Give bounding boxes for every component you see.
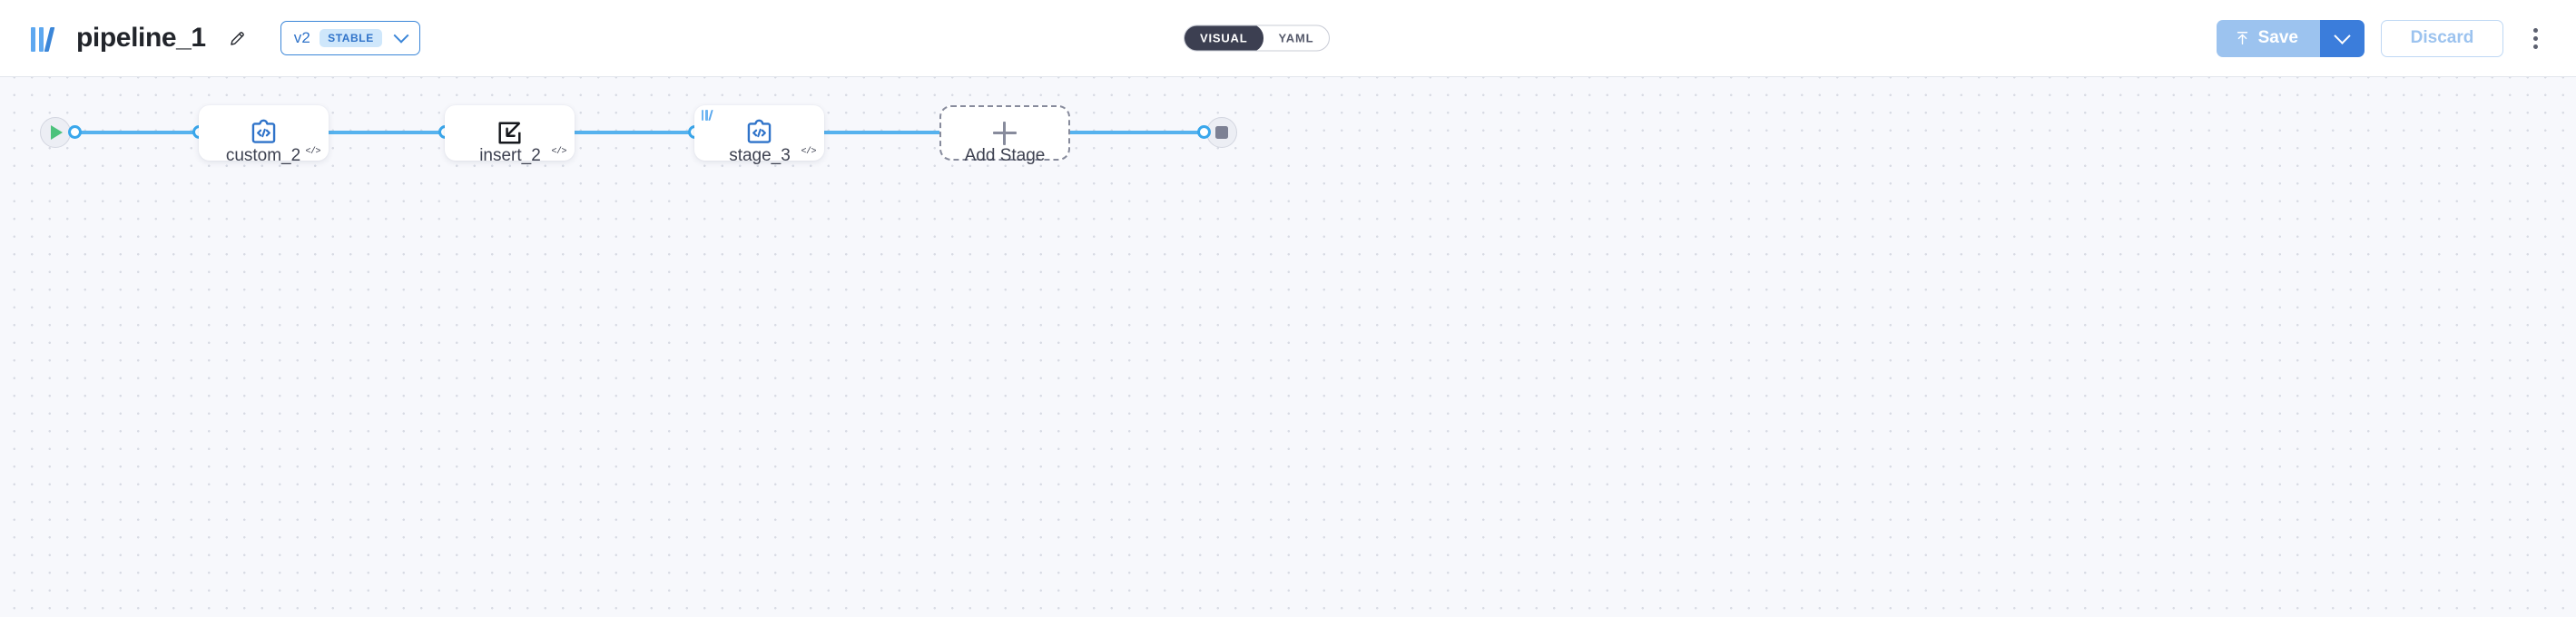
puzzle-code-icon <box>251 119 276 143</box>
pencil-icon <box>231 31 245 45</box>
edit-name-button[interactable] <box>221 21 255 55</box>
tab-yaml[interactable]: YAML <box>1278 31 1314 45</box>
pipeline-logo-bars-icon <box>702 109 715 121</box>
puzzle-code-icon <box>747 119 772 143</box>
add-stage-label: Add Stage <box>964 146 1046 165</box>
save-dropdown-button[interactable] <box>2320 19 2365 57</box>
pipeline-canvas[interactable]: </> custom_2 </> insert_2 <box>0 77 2576 617</box>
plus-icon <box>993 121 1017 145</box>
tab-visual[interactable]: VISUAL <box>1185 25 1264 51</box>
save-button-label: Save <box>2257 28 2298 47</box>
play-icon <box>51 125 63 140</box>
add-stage-button[interactable] <box>939 105 1070 161</box>
port-start-output[interactable] <box>68 125 82 139</box>
overflow-menu-button[interactable] <box>2520 20 2551 56</box>
discard-button-label: Discard <box>2410 28 2474 47</box>
upload-icon <box>2237 32 2247 45</box>
kebab-menu-icon <box>2532 27 2538 33</box>
header-left-group: pipeline_1 v2 STABLE <box>29 21 420 55</box>
chevron-down-icon <box>2334 26 2351 44</box>
stage-code-badge: </> <box>305 147 320 157</box>
insert-arrow-into-box-icon <box>498 122 521 144</box>
version-number: v2 <box>293 29 311 46</box>
edge-start-to-custom2 <box>71 131 225 134</box>
stage-label-custom-2: custom_2 <box>225 146 301 165</box>
stage-code-badge: </> <box>801 147 816 157</box>
port-end-input[interactable] <box>1197 125 1211 139</box>
discard-button[interactable]: Discard <box>2381 19 2503 57</box>
edge-stage3-to-addstage <box>812 131 949 134</box>
edge-addstage-to-end <box>1067 131 1204 134</box>
version-selector[interactable]: v2 STABLE <box>280 21 420 55</box>
save-button[interactable]: Save <box>2216 19 2320 57</box>
stage-label-stage-3: stage_3 <box>729 146 791 165</box>
pipeline-flow-graph: </> custom_2 </> insert_2 <box>0 77 1271 440</box>
pipeline-logo-bars-icon <box>29 24 62 52</box>
chevron-down-icon <box>393 27 409 44</box>
kebab-menu-icon <box>2532 44 2538 49</box>
stage-node-stage-3[interactable]: </> <box>694 105 824 161</box>
stage-code-badge: </> <box>551 147 566 157</box>
save-button-group: Save <box>2216 19 2365 57</box>
header-actions-group: Save Discard <box>2216 19 2551 57</box>
stage-node-custom-2[interactable]: </> <box>199 105 329 161</box>
pipeline-end-node[interactable] <box>1206 117 1237 148</box>
stop-icon <box>1215 126 1228 139</box>
edge-insert2-to-stage3 <box>563 131 722 134</box>
kebab-menu-icon <box>2532 35 2538 41</box>
stage-label-insert-2: insert_2 <box>479 146 541 165</box>
edge-custom2-to-insert2 <box>313 131 477 134</box>
view-mode-toggle[interactable]: VISUAL YAML <box>1184 24 1331 52</box>
page-title: pipeline_1 <box>76 23 206 53</box>
app-header: pipeline_1 v2 STABLE VISUAL YAML <box>0 0 2576 77</box>
pipeline-start-node[interactable] <box>40 117 71 148</box>
version-status-badge: STABLE <box>320 29 382 47</box>
stage-node-insert-2[interactable]: </> <box>445 105 575 161</box>
